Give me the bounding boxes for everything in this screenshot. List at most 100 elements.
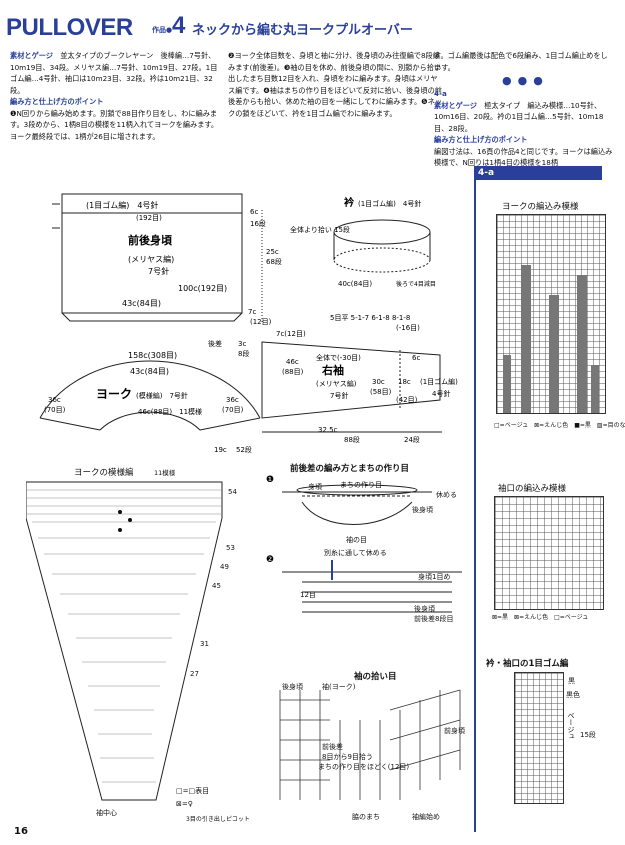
column-3: す。ゴム編最後は配色で6段編み、1目ゴム編止めをします。 [434, 50, 614, 73]
yoke-pattern-title: ヨークの模様編 [74, 468, 134, 478]
sub-heading-4a: 4-a [434, 89, 447, 98]
rib-count: (192目) [136, 214, 162, 222]
materials-text-4a: 極太タイプ 編込み模様…10号針、10m16目、20段。衿の1目ゴム編…5号針、… [434, 100, 604, 133]
page-title: PULLOVER [6, 14, 133, 41]
diagram2-label-4: 前後差8段目 [414, 615, 454, 623]
diagram1-label-1: まちの作り目 [340, 481, 382, 489]
sleeve-label: 右袖 [321, 363, 344, 377]
rib-chart [514, 672, 564, 804]
sleeve-18: 18c [398, 378, 411, 386]
row-number-53: 53 [226, 544, 235, 552]
row-number-49: 49 [220, 563, 229, 571]
yoke-70-right: (70目) [222, 406, 244, 414]
work-label: 作品● [152, 26, 173, 34]
pick-label-1: 袖(ヨーク) [322, 683, 356, 691]
body-label: 前後身頃 [128, 233, 173, 247]
materials-text: 並太タイプのブークレヤーン 後棒編…7号針、10m19目、34段。メリヤス編…7… [10, 51, 218, 95]
schematic-diagram: (1目ゴム編) 4号針 (192目) 前後身頃 (メリヤス編) 7号針 100c… [39, 193, 458, 454]
rib-label-1: 黒色 [566, 691, 580, 699]
body-rib-c: 6c [250, 208, 258, 216]
sidebar-tag: 4-a [474, 166, 602, 180]
sleeve-dec: 5目平 5-1-7 6-1-8 8-1-8 [330, 314, 410, 322]
sleeve-length: 32.5c [318, 426, 338, 434]
diagram1-label-3: 後身頃 [412, 506, 433, 514]
collar-sub: (1目ゴム編) 4号針 [358, 199, 421, 208]
knitting-diagram-1: ❶ ❷ [266, 475, 462, 613]
body-12: (12目) [250, 318, 272, 326]
row-number-31: 31 [200, 640, 209, 648]
back-diff-8: 8段 [238, 349, 249, 358]
pick-label-5: まちの作り目をほどく(12目) [318, 763, 410, 771]
work-number: 4 [172, 12, 186, 39]
yoke-colorwork-chart [496, 214, 606, 414]
materials-heading: 素材とゲージ [10, 51, 53, 60]
sleeve-6: 6c [412, 354, 420, 362]
sleeve-24: 24段 [404, 435, 420, 444]
collar-pick: 全体より拾い 15段 [290, 225, 350, 234]
column-2: ❷ヨーク全体目数を、身頃と袖に分け、後身頃のみ往復編で8段編みます(前後差)。❸… [228, 50, 442, 119]
yoke-pattern-count: 11模様 [154, 469, 176, 477]
pick-label-0: 後身頃 [282, 683, 303, 691]
rib-label-0: 黒 [568, 677, 575, 685]
yoke-70-left: (70目) [44, 406, 66, 414]
body-needle: 7号針 [148, 266, 169, 276]
column-1: 素材とゲージ 並太タイプのブークレヤーン 後棒編…7号針、10m19目、34段。… [10, 50, 224, 142]
sleeve-46: 46c [286, 358, 299, 366]
howto-text-4a: 編図寸法は、16頁の作品4と同じです。ヨークは編込み模様で、N回りは1柄4目の模… [434, 146, 613, 168]
collar-title: 衿 [344, 196, 354, 209]
body-rib-rows: 16段 [250, 219, 266, 228]
rib-label-2: ベージュ [567, 712, 575, 740]
yoke-stitch: (模様編) 7号針 [136, 391, 188, 400]
yoke-inner-arc [99, 411, 201, 431]
yoke-43: 43c(84目) [130, 367, 169, 376]
body-half: 43c(84目) [122, 299, 161, 308]
page-subtitle: ネックから編む丸ヨークプルオーバー [192, 23, 413, 38]
howto-heading: 編み方と仕上げ方のポイント [10, 97, 104, 106]
sleeve-58: (58目) [370, 388, 392, 396]
materials-heading-4a: 素材とゲージ [434, 100, 477, 110]
sleeve-42: (42目) [396, 396, 418, 404]
pick-label-3: 前後差 [322, 743, 343, 751]
sleeve-center-label: 袖中心 [96, 809, 117, 817]
diagram2-label-1: 身頃1目め [418, 573, 451, 581]
body-rib-outline [61, 193, 243, 214]
yoke-colorwork-legend: □=ベージュ ⊠=えんじ色 ■=黒 ▨=目のないところ [494, 422, 625, 429]
diagram-title-1: 前後差の編み方とまちの作り目 [290, 464, 410, 474]
row-number-54: 54 [228, 488, 237, 496]
row-number-45: 45 [212, 582, 221, 590]
yoke-52: 52段 [236, 445, 252, 454]
pick-label-6: 脇のまち [352, 813, 380, 821]
column-3-4a: 4-a 素材とゲージ 極太タイプ 編込み模様…10号針、10m16目、20段。衿… [434, 88, 614, 169]
sleeve-rows: 88段 [344, 435, 360, 444]
cuff-colorwork-chart [494, 496, 604, 610]
diagram2-label-0: 別糸に通して休める [324, 549, 387, 557]
pick-label-4: 8目から9目拾う [322, 753, 373, 761]
sleeve-outline [261, 341, 441, 419]
sleeve-stitch: (メリヤス編) [316, 379, 357, 388]
sleeve-all: 全体で(-30目) [316, 353, 361, 362]
diagram1-label-2: 休める [436, 491, 457, 499]
rib-title: 衿・袖口の1目ゴム編 [486, 659, 569, 669]
yoke-pattern-chart [26, 481, 223, 801]
sleeve-dec2: (-16目) [396, 324, 420, 332]
body-7c: 7c [248, 308, 256, 316]
machi: 7c(12目) [276, 330, 306, 338]
knitting-diagram-2 [279, 689, 461, 800]
diagram-title-2: 袖の拾い目 [354, 672, 397, 682]
cuff-colorwork-title: 袖口の編込み模様 [498, 484, 567, 494]
rib-label-3: 15段 [580, 731, 596, 739]
steps-text: ❷ヨーク全体目数を、身頃と袖に分け、後身頃のみ往復編で8段編みます(前後差)。❸… [228, 51, 442, 118]
sleeve-88: (88目) [282, 368, 304, 376]
sleeve-rib: (1目ゴム編) [420, 377, 458, 386]
diagram2-label-3: 後身頃 [414, 605, 435, 613]
page-number: 16 [14, 826, 28, 837]
back-diff-3c: 3c [238, 340, 246, 348]
sidebar-4a [474, 166, 606, 832]
diagram1-label-0: 身頃 [308, 483, 322, 491]
pick-label-7: 袖編始め [412, 813, 440, 821]
yoke-36-left: 36c [48, 396, 61, 404]
yoke-36-right: 36c [226, 396, 239, 404]
body-width: 100c(192目) [178, 284, 227, 293]
yoke-46: 46c(88目) 11模様 [138, 407, 202, 416]
yoke-legend-3: 3目の引き出しピコット [186, 816, 250, 823]
